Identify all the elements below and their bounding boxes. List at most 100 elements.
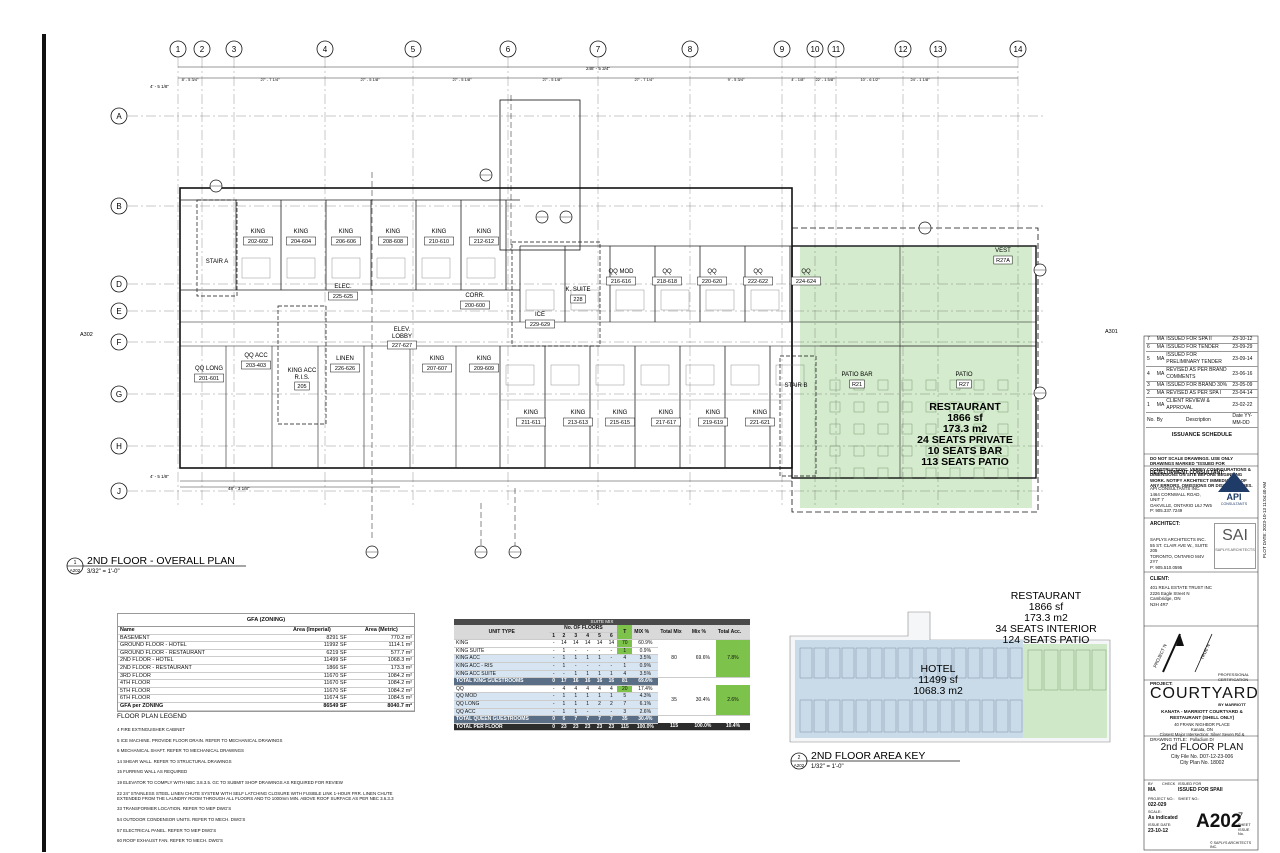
room-number: 227-627 bbox=[392, 343, 412, 349]
top-dimension-text: 27' - 5 1/8" bbox=[452, 77, 472, 82]
suite-mix-cell: 14 bbox=[569, 639, 582, 648]
architect-block: ARCHITECT: SAPLYS ARCHITECTS INC. 55 ST.… bbox=[1150, 521, 1256, 570]
gfa-cell: 6TH FLOOR bbox=[118, 694, 276, 703]
suite-mix-cell: - bbox=[549, 654, 558, 663]
gfa-cell: 2ND FLOOR - HOTEL bbox=[118, 656, 276, 665]
project-address: 40 FRANK NIGHBOR PLACE bbox=[1174, 722, 1230, 727]
dev-consultant-line: P: 905.337.7249 bbox=[1150, 508, 1183, 513]
stamp-issued: ISSUED FOR SPAII bbox=[1178, 787, 1223, 793]
suite-mix-cell: 23 bbox=[593, 723, 606, 732]
suite-mix-cell: 23 bbox=[557, 723, 570, 732]
room-name: QQ ACC bbox=[244, 353, 268, 359]
suite-mix-cell: 16 bbox=[581, 677, 594, 686]
stamp-date-label: ISSUE DATE: bbox=[1148, 823, 1172, 827]
suite-mix-schedule: SUITE MIX UNIT TYPE No. OF FLOORS T MIX … bbox=[454, 619, 750, 732]
room-number: 229-629 bbox=[530, 322, 550, 328]
gfa-cell: 1114.1 m² bbox=[348, 641, 414, 650]
room-tag bbox=[563, 417, 593, 427]
room-tag bbox=[697, 276, 727, 286]
suite-mix-cell: 3 bbox=[617, 708, 633, 717]
client-line: N3H 4R7 bbox=[1150, 601, 1169, 607]
suite-mix-header: UNIT TYPE bbox=[454, 625, 550, 641]
suite-mix-cell: 1 bbox=[557, 700, 570, 709]
legend-item: 4 FIRE EXTINGUISHER CABINET bbox=[117, 727, 186, 732]
grid-row-label: F bbox=[117, 338, 122, 347]
room-tag bbox=[460, 300, 490, 310]
suite-mix-cell: - bbox=[605, 654, 618, 663]
room-name: KING bbox=[339, 229, 354, 235]
room-tag bbox=[424, 236, 454, 246]
room-number: 224-624 bbox=[796, 279, 816, 285]
gfa-cell: 770.2 m² bbox=[348, 634, 414, 643]
suite-mix-cell: - bbox=[569, 647, 582, 656]
suite-mix-cell: 1 bbox=[569, 692, 582, 701]
room-name: QQ bbox=[801, 269, 811, 275]
suite-mix-cell: 1 bbox=[569, 708, 582, 717]
gfa-cell: 11670 SF bbox=[275, 672, 349, 681]
room-name: LOBBY bbox=[392, 334, 412, 340]
grid-bubble bbox=[589, 40, 607, 58]
area-key-hotel-zone bbox=[795, 640, 1023, 738]
room-number: 222-622 bbox=[748, 279, 768, 285]
room-tag bbox=[956, 379, 972, 389]
suite-mix-cell: 1 bbox=[569, 700, 582, 709]
area-key-scale: 1/32" = 1'-0" bbox=[811, 764, 844, 770]
issuance-cell: 6 bbox=[1146, 343, 1156, 352]
stamp-issue-label: SHEET ISSUE No. bbox=[1238, 823, 1251, 837]
client-label: CLIENT: bbox=[1150, 576, 1170, 582]
issuance-cell: 23-09-29 bbox=[1231, 343, 1258, 352]
suite-mix-cell: - bbox=[605, 662, 618, 671]
suite-mix-cell: 5 bbox=[617, 692, 633, 701]
suite-mix-cell: 1 bbox=[581, 670, 594, 679]
room-name: QQ bbox=[662, 269, 672, 275]
issuance-cell: 23-04-14 bbox=[1231, 389, 1258, 398]
top-dimension-text: 27' - 7 1/4" bbox=[260, 77, 280, 82]
top-dimension-text: 10' - 6 1/2" bbox=[860, 77, 880, 82]
room-tag bbox=[194, 373, 224, 383]
suite-mix-cell: 2 bbox=[593, 700, 606, 709]
stamp-issued-label: ISSUED FOR bbox=[1178, 782, 1202, 786]
suite-mix-floor-header: 4 bbox=[581, 632, 594, 641]
sai-logo-sub: SAPLYS ARCHITECTS bbox=[1215, 548, 1255, 552]
room-tag bbox=[469, 363, 499, 373]
room-tag bbox=[743, 276, 773, 286]
suite-mix-cell: - bbox=[593, 708, 606, 717]
issuance-cell: ISSUED FOR BRAND 30% bbox=[1165, 381, 1232, 390]
room-number: 215-615 bbox=[610, 420, 630, 426]
legend-item: 57 ELECTRICAL PANEL. REFER TO MEP DWG'S bbox=[117, 827, 217, 833]
floor-plan-legend: FLOOR PLAN LEGEND 4 FIRE EXTINGUISHER CA… bbox=[117, 713, 417, 849]
grid-bubble bbox=[110, 482, 128, 500]
plan-title-sheet: A202 bbox=[70, 568, 81, 573]
grid-bubble bbox=[225, 40, 243, 58]
room-number: 221-621 bbox=[750, 420, 770, 426]
issuance-cell: ISSUED FOR PRELIMINARY TENDER bbox=[1165, 351, 1232, 367]
room-name: KING bbox=[430, 356, 445, 362]
suite-mix-title: SUITE MIX bbox=[454, 619, 750, 625]
suite-mix-cell: KING bbox=[454, 639, 550, 648]
issuance-cell: 23-02-22 bbox=[1231, 397, 1258, 413]
suite-mix-cell: 1 bbox=[605, 692, 618, 701]
plan-scale: 3/32" = 1'-0" bbox=[87, 569, 120, 575]
suite-mix-cell: 1 bbox=[557, 662, 570, 671]
suite-mix-cell: 4 bbox=[569, 685, 582, 694]
grid-bubble bbox=[193, 40, 211, 58]
grid-bubble bbox=[681, 40, 699, 58]
grid-bubble bbox=[499, 40, 517, 58]
suite-mix-group-cell: 115 bbox=[658, 723, 690, 732]
area-key-ref: 2 bbox=[798, 755, 801, 761]
suite-mix-cell: 6 bbox=[557, 715, 570, 724]
top-dimensions: 8' - 5 3/4"27' - 7 1/4"27' - 5 1/8"27' -… bbox=[182, 77, 931, 82]
suite-mix-cell: - bbox=[549, 662, 558, 671]
room-name: KING bbox=[432, 229, 447, 235]
suite-mix-cell: 16 bbox=[569, 677, 582, 686]
room-tag bbox=[993, 255, 1013, 265]
grid-column-label: 7 bbox=[596, 45, 601, 54]
suite-mix-group-cell: 7.8% bbox=[715, 639, 750, 679]
gfa-cell: 11992 SF bbox=[275, 641, 349, 650]
gfa-cell: 11674 SF bbox=[275, 694, 349, 703]
room-tag bbox=[606, 276, 636, 286]
top-dimension-text: 27' - 5 1/8" bbox=[360, 77, 380, 82]
